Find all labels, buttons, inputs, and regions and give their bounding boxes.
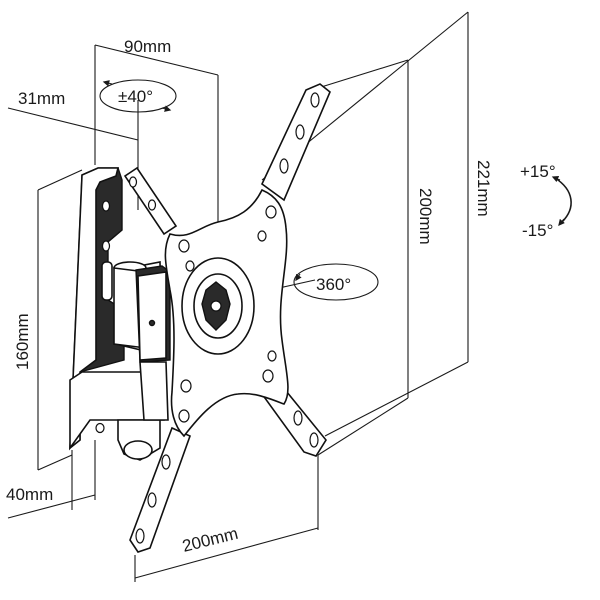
overall-height-label: 221mm <box>474 160 493 217</box>
rotation-arrow <box>293 263 379 301</box>
wall-plate-width-label: 40mm <box>6 485 53 504</box>
vesa-vertical-label: 200mm <box>416 188 435 245</box>
wall-plate-height-label: 160mm <box>13 313 32 370</box>
swivel-angle-label: ±40° <box>118 87 153 106</box>
vesa-horizontal-label: 200mm <box>180 524 240 556</box>
tilt-arrow <box>551 176 572 227</box>
arm-reach-label: 90mm <box>124 37 171 56</box>
wall-plate-depth-label: 31mm <box>18 89 65 108</box>
tilt-up-label: +15° <box>520 162 556 181</box>
swivel-arrow <box>99 79 177 113</box>
tilt-down-label: -15° <box>522 221 553 240</box>
rotation-angle-label: 360° <box>316 275 351 294</box>
swivel-arm <box>113 261 171 461</box>
wall-plate <box>69 167 165 451</box>
vesa-plate <box>123 83 331 553</box>
